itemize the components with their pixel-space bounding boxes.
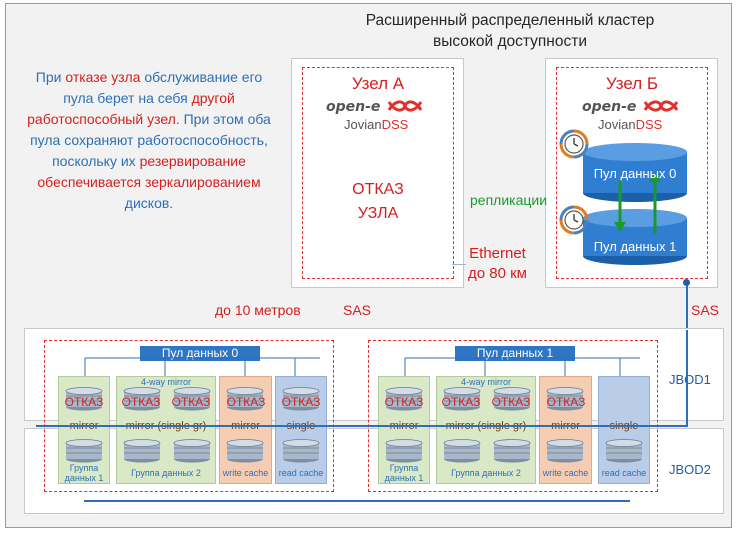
title-line-1: Расширенный распределенный кластер xyxy=(365,12,655,29)
ethernet-line xyxy=(452,264,466,265)
disk-icon xyxy=(443,439,481,463)
disk-fail-label: ОТКАЗ xyxy=(441,395,481,409)
pool0-label: Пул данных 0 xyxy=(140,346,260,361)
node-a-box xyxy=(291,58,464,288)
disk-icon xyxy=(443,387,481,411)
disk-icon xyxy=(226,387,264,411)
node-a-failure: ОТКАЗ УЗЛА xyxy=(302,178,454,226)
open-e-logo-icon xyxy=(643,100,679,112)
disk-icon xyxy=(282,439,320,463)
desc-part-highlight: резервирование обеспечивается зеркалиров… xyxy=(37,153,261,190)
clock-sync-icon xyxy=(559,129,589,159)
disk-fail-label: ОТКАЗ xyxy=(546,395,586,409)
node-a-dashed xyxy=(302,67,454,279)
sas-right-label: SAS xyxy=(691,302,720,318)
desc-part-highlight: отказе узла xyxy=(65,69,141,85)
desc-part: . При этом оба пула сохраняют работоспос… xyxy=(30,111,271,169)
node-a-title: Узел А xyxy=(351,74,405,93)
pool1-dashed xyxy=(368,340,658,492)
node-b-dashed xyxy=(556,67,708,279)
node-b-pools xyxy=(583,143,687,265)
open-e-logo-icon xyxy=(387,100,423,112)
disk-icon xyxy=(173,439,211,463)
desc-part-highlight: другой работоспособный узел xyxy=(27,90,235,127)
pool1-4way-label: 4-way mirror xyxy=(460,377,511,387)
replication-label: репликации xyxy=(470,192,548,208)
disk-icon xyxy=(493,439,531,463)
sas-cable-bus-top xyxy=(36,425,688,427)
disk-icon xyxy=(65,387,103,411)
sas-left-label: SAS xyxy=(343,302,372,318)
group-name-label: Группа данных 1 xyxy=(384,463,424,483)
disk-icon xyxy=(385,439,423,463)
jovian-text: Jovian xyxy=(344,117,382,132)
open-e-logo: open-e xyxy=(582,99,637,115)
pool1-bracket xyxy=(404,357,640,378)
jovian-text: Jovian xyxy=(598,117,636,132)
disk-icon xyxy=(493,387,531,411)
dss-text: DSS xyxy=(635,117,663,132)
pool0-bracket xyxy=(84,357,320,378)
node-b-pool1-label: Пул данных 1 xyxy=(593,239,677,254)
desc-part: дисков. xyxy=(124,195,174,211)
failure-line-2: УЗЛА xyxy=(357,205,399,222)
disk-fail-label: ОТКАЗ xyxy=(281,395,321,409)
sas-connector-dot xyxy=(683,279,690,286)
disk-icon xyxy=(123,387,161,411)
title-line-2: высокой доступности xyxy=(433,33,587,50)
disk-icon xyxy=(123,439,161,463)
disk-fail-label: ОТКАЗ xyxy=(171,395,211,409)
disk-fail-label: ОТКАЗ xyxy=(64,395,104,409)
disk-icon xyxy=(65,439,103,463)
desc-part: При xyxy=(35,69,66,85)
node-b-pool0-label: Пул данных 0 xyxy=(593,166,677,181)
group-name-label: Группа данных 2 xyxy=(451,468,521,478)
group-name-label: Группа данных 1 xyxy=(64,463,104,483)
disk-icon xyxy=(546,387,584,411)
disk-fail-label: ОТКАЗ xyxy=(491,395,531,409)
jbod2-label: JBOD2 xyxy=(669,462,711,477)
sas-cable-right xyxy=(686,282,688,330)
diagram-title: Расширенный распределенный кластер высок… xyxy=(330,10,690,52)
description-text: При отказе узла обслуживание его пула бе… xyxy=(24,67,274,214)
group-name-label: read cache xyxy=(601,468,647,478)
disk-icon xyxy=(546,439,584,463)
disk-icon xyxy=(385,387,423,411)
ethernet-line-2: до 80 км xyxy=(468,265,527,282)
sas-cable-right-down xyxy=(686,330,688,426)
disk-icon xyxy=(173,387,211,411)
disk-icon xyxy=(605,439,643,463)
dss-text: DSS xyxy=(381,117,409,132)
group-name-label: write cache xyxy=(542,468,589,478)
clock-sync-icon xyxy=(559,205,589,235)
disk-icon xyxy=(282,387,320,411)
pool0-dashed xyxy=(44,340,334,492)
disk-fail-label: ОТКАЗ xyxy=(121,395,161,409)
group-name-label: read cache xyxy=(278,468,324,478)
open-e-logo: open-e xyxy=(326,99,381,115)
sas-cable-bus-bottom xyxy=(84,500,630,502)
failure-line-1: ОТКАЗ xyxy=(352,181,404,198)
desc-part: обслуживание его пула берет на себя xyxy=(63,69,263,106)
jbod1-label: JBOD1 xyxy=(669,372,711,387)
node-b-title: Узел Б xyxy=(605,74,659,93)
pool1-readcache xyxy=(598,376,650,484)
pool0-4way-label: 4-way mirror xyxy=(140,377,191,387)
disk-fail-label: ОТКАЗ xyxy=(226,395,266,409)
group-name-label: Группа данных 2 xyxy=(131,468,201,478)
pool1-label: Пул данных 1 xyxy=(455,346,575,361)
distance-label: до 10 метров xyxy=(215,302,301,318)
ethernet-line-1: Ethernet xyxy=(469,245,526,262)
ethernet-label: Ethernet до 80 км xyxy=(468,244,527,284)
disk-icon xyxy=(226,439,264,463)
group-name-label: write cache xyxy=(222,468,269,478)
disk-fail-label: ОТКАЗ xyxy=(384,395,424,409)
